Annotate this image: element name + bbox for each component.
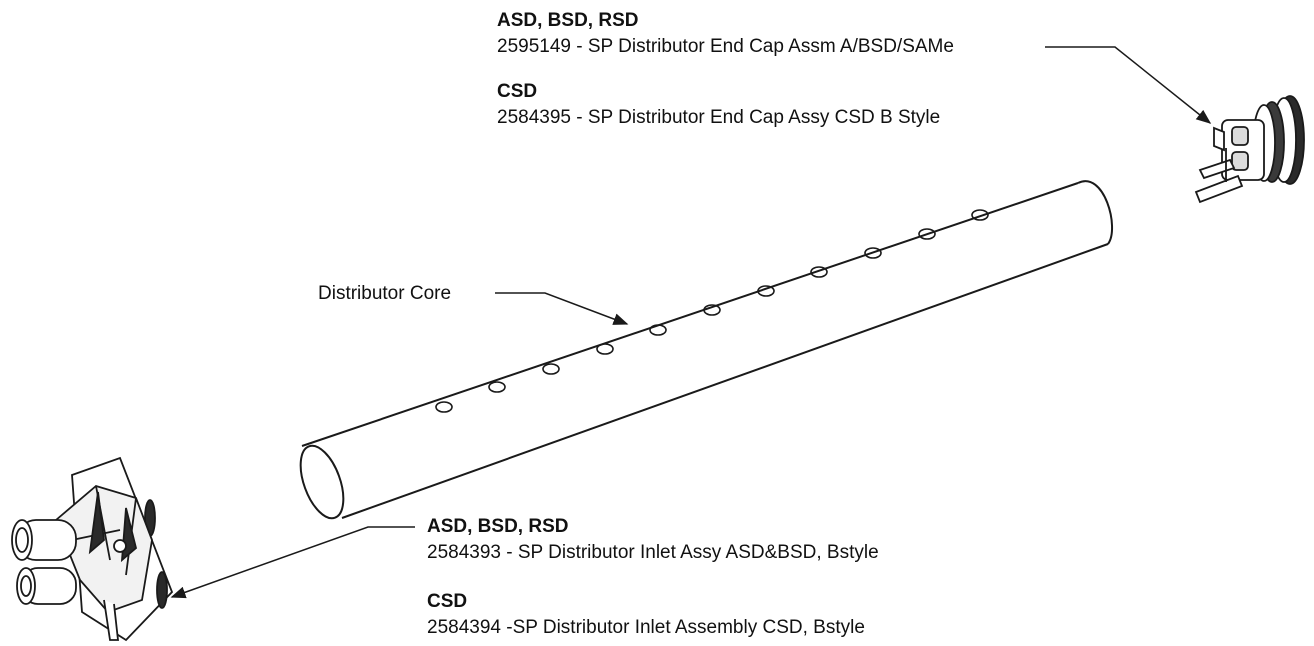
inlet-part-number-1: 2584393 - SP Distributor Inlet Assy ASD&… (427, 542, 879, 563)
distributor-core-tube (299, 180, 1113, 520)
distributor-core-label: Distributor Core (318, 283, 452, 304)
inlet-heading-asd-bsd-rsd: ASD, BSD, RSD (427, 516, 569, 537)
end-cap-part-number-1: 2595149 - SP Distributor End Cap Assm A/… (497, 36, 954, 57)
inlet-leader (170, 526, 415, 599)
end-cap-heading-asd-bsd-rsd: ASD, BSD, RSD (497, 10, 639, 31)
core-leader (495, 292, 629, 325)
end-cap-leader (1045, 46, 1212, 124)
end-cap-part (1194, 95, 1305, 204)
inlet-part (11, 456, 174, 642)
end-cap-heading-csd: CSD (497, 81, 538, 102)
tube-holes (435, 209, 989, 413)
end-cap-part-number-2: 2584395 - SP Distributor End Cap Assy CS… (497, 107, 941, 128)
inlet-heading-csd: CSD (427, 591, 468, 612)
inlet-part-number-2: 2584394 -SP Distributor Inlet Assembly C… (427, 617, 865, 638)
